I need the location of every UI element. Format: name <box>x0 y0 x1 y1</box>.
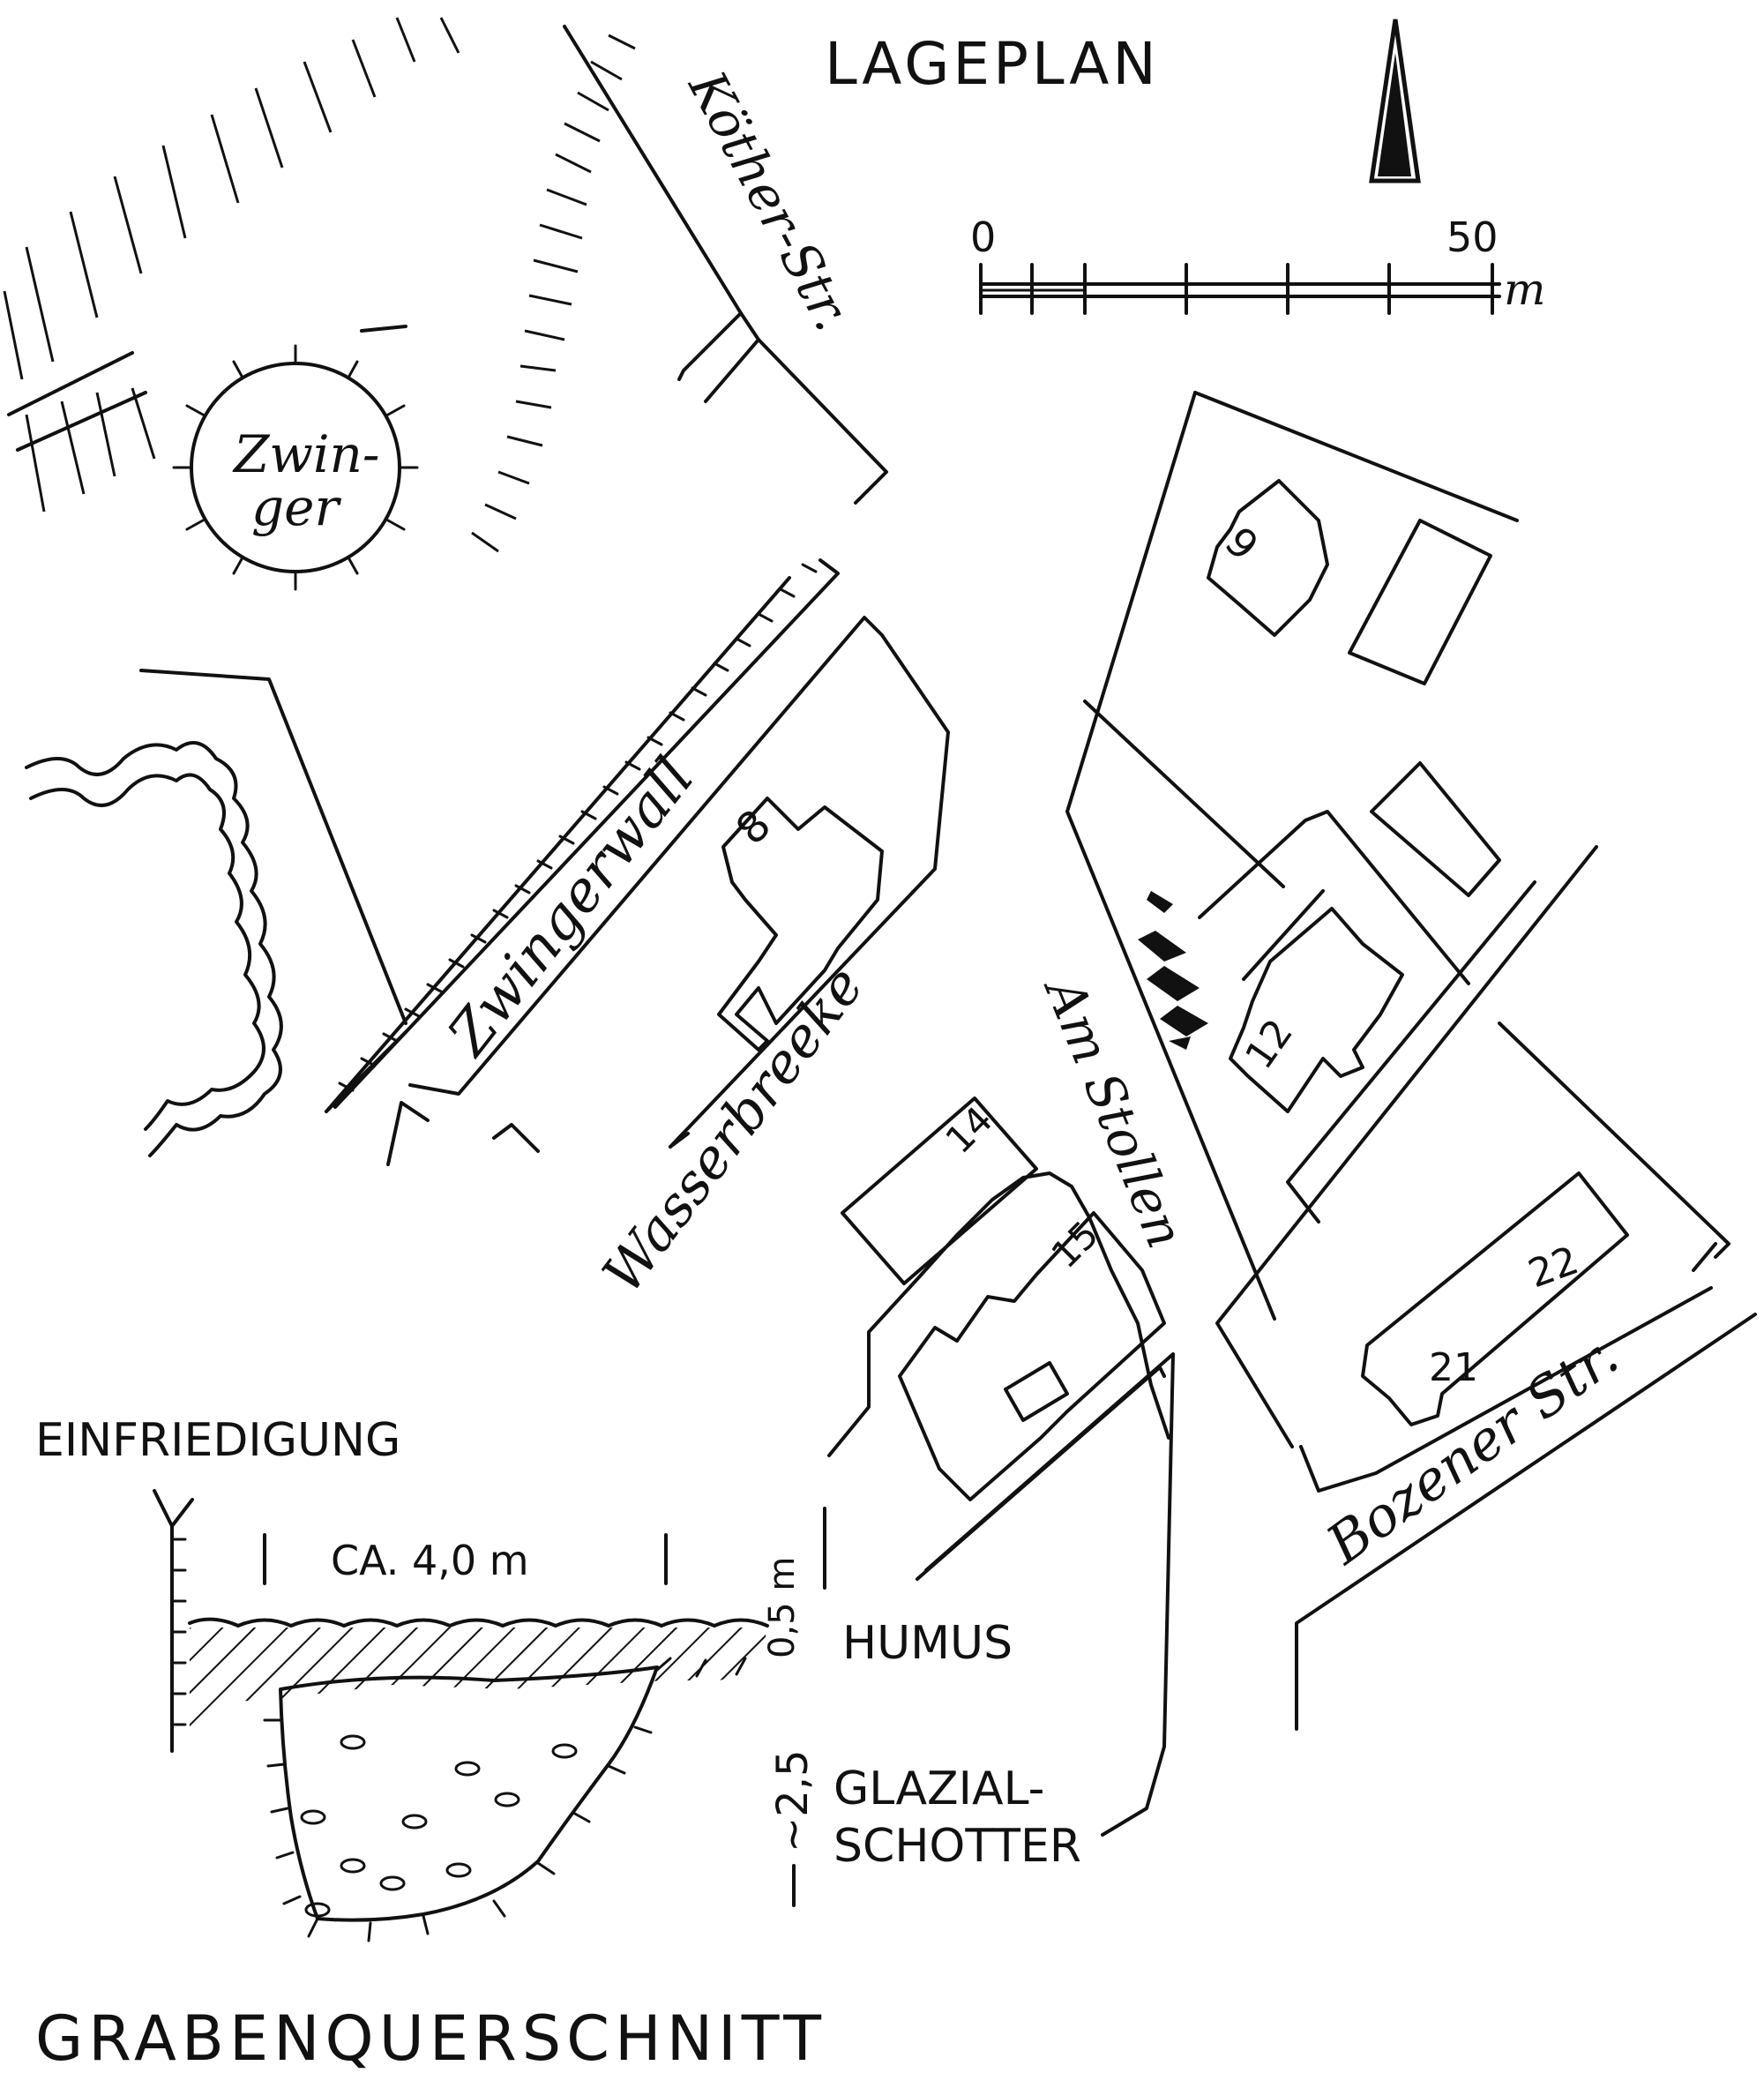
house-12 <box>1229 907 1404 1113</box>
scale-bar <box>979 263 1501 315</box>
outbuilding <box>1348 519 1501 897</box>
section-width-label: CA. 4,0 m <box>331 1537 529 1584</box>
gravel-label-line1: GLAZIAL- <box>833 1762 1044 1815</box>
humus-depth-label: 0,5 m <box>762 1557 803 1658</box>
house-number-6: 6 <box>1216 517 1268 569</box>
house-number-15: 15 <box>1043 1213 1106 1276</box>
scale-start-label: 0 <box>970 213 996 261</box>
bozener-street <box>1215 845 1757 1731</box>
zwinger-label-line1: Zwin- <box>232 424 379 484</box>
humus-label: HUMUS <box>842 1617 1013 1670</box>
rampart-hatching <box>3 17 636 553</box>
wasserbreeke-label: Wasserbreeke <box>590 954 876 1305</box>
am-stollen-road <box>1065 391 1519 1321</box>
house-number-22: 22 <box>1522 1238 1584 1297</box>
house-number-14: 14 <box>937 1098 1000 1162</box>
fence-label: EINFRIEDIGUNG <box>35 1414 400 1467</box>
scale-unit-label: m <box>1504 264 1545 315</box>
house-15 <box>898 1211 1166 1501</box>
north-arrow-icon <box>1369 19 1421 183</box>
koether-street-label: Köther-Str. <box>676 61 863 341</box>
section-title: GRABENQUERSCHNITT <box>35 2002 826 2075</box>
zwingerwall-hatching <box>338 563 818 1092</box>
house-6 <box>1207 479 1329 637</box>
zwinger-tower <box>172 344 419 591</box>
excavation-marks <box>1138 891 1208 1050</box>
house-number-21: 21 <box>1429 1345 1478 1390</box>
house-number-8: 8 <box>727 800 781 854</box>
koether-street <box>563 25 888 505</box>
scale-end-label: 50 <box>1446 213 1499 261</box>
am-stollen-label: Am Stollen <box>1032 966 1196 1256</box>
humus-layer <box>188 1617 769 1742</box>
house-21-22 <box>1361 1171 1629 1426</box>
gravel-label-line2: SCHOTTER <box>833 1820 1081 1873</box>
zwingerwall-road <box>139 558 950 1166</box>
moat-water <box>25 741 283 1157</box>
zwingerwall-label: Zwingerwall <box>435 746 706 1069</box>
wasserbreeke-road <box>669 1132 1175 1837</box>
gravel-trench <box>263 1657 747 1942</box>
zwinger-label-line2: ger <box>251 477 341 537</box>
map-title: LAGEPLAN <box>825 30 1160 98</box>
total-depth-label: ~2,5 <box>768 1749 818 1852</box>
house-8 <box>717 797 884 1051</box>
house-14 <box>841 1096 1038 1285</box>
fence-marker <box>153 1489 194 1753</box>
